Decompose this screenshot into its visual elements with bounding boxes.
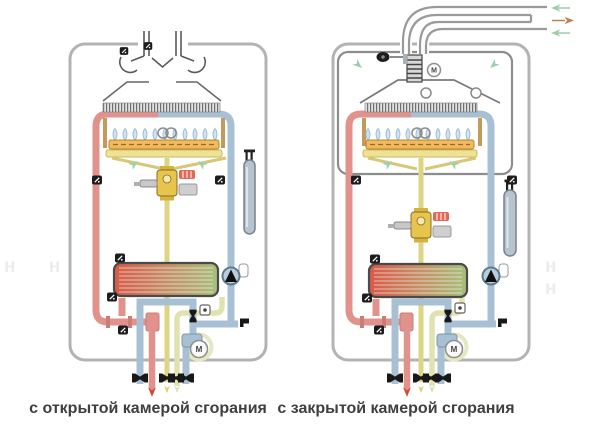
svg-text:M: M	[451, 345, 458, 354]
return-pipe-left	[158, 110, 235, 268]
heating-junction	[360, 299, 414, 390]
sight-glass	[470, 87, 482, 99]
return-pipe-right	[411, 110, 495, 268]
boiler-closed-chamber: M	[331, 4, 574, 397]
watermark: н н	[4, 256, 75, 277]
expansion-cylinder	[243, 149, 256, 235]
flue-hood	[102, 81, 222, 102]
secondary-heat-exchanger	[112, 261, 220, 298]
draft-sensor-icon	[143, 41, 153, 51]
sight-glass	[420, 87, 432, 99]
flow-arrow	[418, 385, 424, 393]
hx-sensor-icon	[114, 252, 126, 264]
valve-motor-icon: M	[444, 339, 464, 359]
gas-valve	[134, 166, 198, 201]
igniter-icon	[411, 127, 431, 139]
heating-junction	[106, 298, 160, 390]
caption-closed-chamber: с закрытой камерой сгорания	[277, 400, 515, 417]
expansion-cylinder	[503, 179, 517, 257]
fan-motor-icon: M	[426, 62, 442, 78]
chamber-wall	[478, 118, 482, 146]
junction-sensor-icon	[373, 324, 385, 336]
flue-arrows	[551, 4, 574, 37]
coaxial-flue	[400, 4, 547, 54]
pump-icon	[221, 266, 241, 286]
chamber-wall	[221, 118, 225, 148]
burner	[362, 139, 478, 171]
heating-flow-pipe-left	[92, 110, 162, 326]
hx-sensor-icon	[369, 253, 381, 265]
wall-sensor-icon	[214, 174, 226, 186]
flow-arrow	[429, 385, 435, 393]
wall-sensor-icon	[506, 174, 518, 186]
svg-text:M: M	[431, 68, 437, 75]
wall-sensor-icon	[91, 174, 103, 186]
hx-sensor-icon	[361, 292, 373, 304]
pump-bracket	[238, 263, 249, 278]
junction-sensor-icon	[117, 324, 129, 336]
flow-sensor-icon	[199, 304, 211, 316]
primary-heat-exchanger	[364, 102, 478, 113]
valve-motor-icon: M	[189, 339, 209, 359]
gas-valve	[388, 208, 452, 243]
burner	[105, 139, 227, 171]
svg-text:M: M	[196, 345, 203, 354]
flow-sensor-icon	[454, 302, 466, 314]
chamber-wall	[362, 118, 366, 146]
watermark: н н	[545, 256, 571, 299]
heating-flow-pipe-right	[345, 110, 415, 326]
pump-icon	[481, 266, 501, 286]
wall-sensor-icon	[350, 174, 362, 186]
hx-sensor-icon	[106, 291, 118, 303]
igniter-icon	[157, 127, 177, 139]
secondary-heat-exchanger	[367, 262, 469, 299]
chamber-wall	[103, 118, 107, 148]
primary-heat-exchanger	[102, 102, 221, 113]
flow-arrow	[174, 385, 180, 393]
pressure-switch-icon	[376, 47, 408, 64]
flow-arrow	[164, 385, 170, 393]
fan-icon	[406, 54, 423, 83]
draft-sensor-icon	[119, 46, 129, 56]
boiler-open-chamber: M	[68, 31, 268, 397]
pump-bracket	[498, 263, 509, 278]
caption-open-chamber: с открытой камерой сгорания	[29, 400, 267, 417]
